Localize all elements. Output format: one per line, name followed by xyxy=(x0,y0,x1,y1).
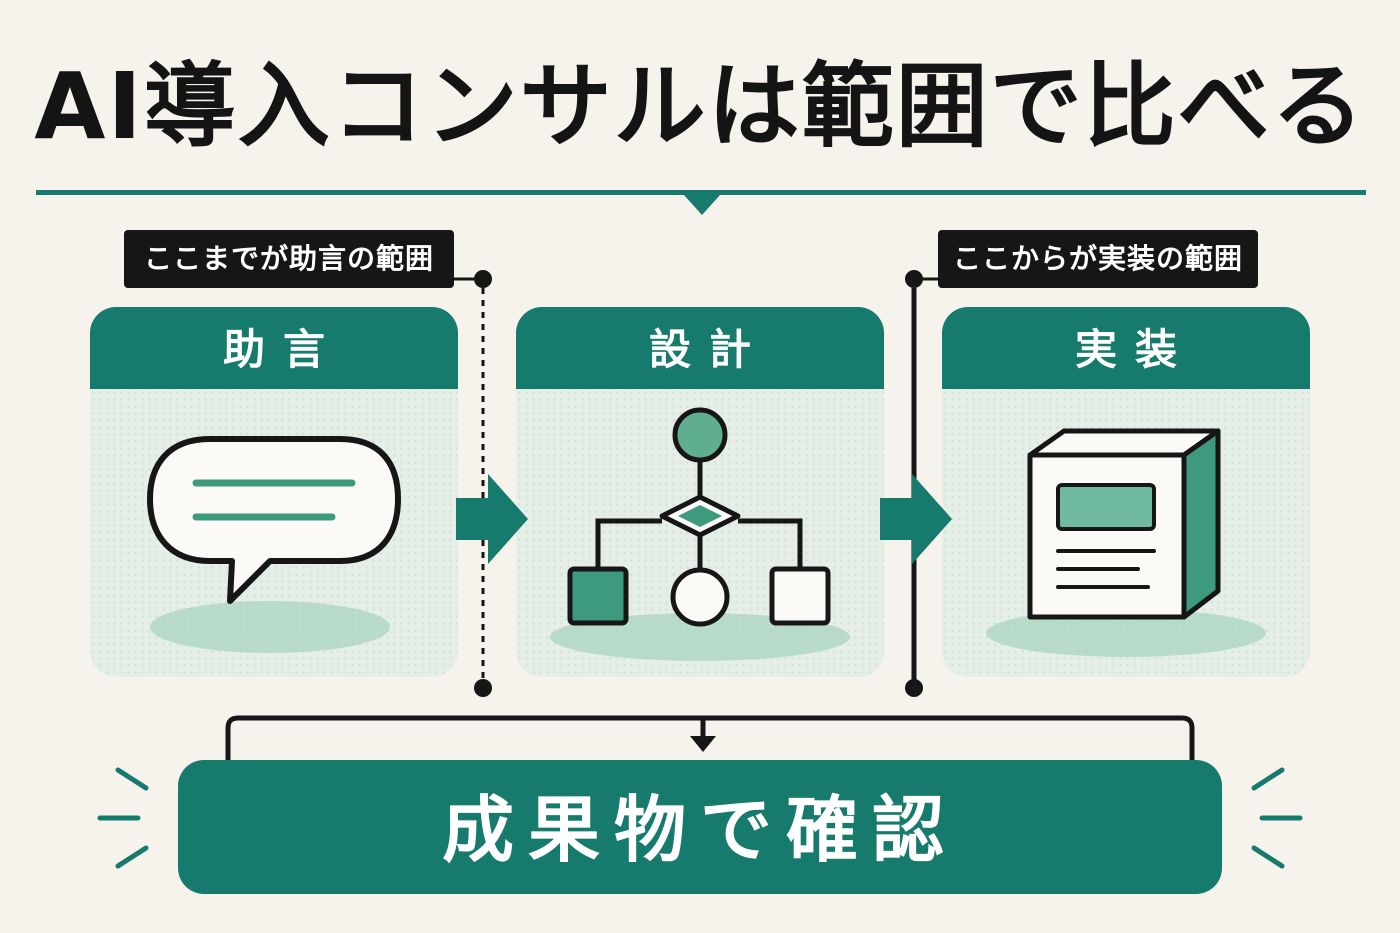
emphasis-lines-right xyxy=(1251,767,1303,869)
stage-illustration-implementation xyxy=(942,389,1310,677)
flowchart-icon xyxy=(550,407,850,661)
title-rule xyxy=(36,190,1366,195)
rule-notch xyxy=(684,195,720,215)
arrow-right-icon xyxy=(880,474,952,564)
stage-title-design: 設計 xyxy=(516,307,884,389)
advice-scope-tag: ここまでが助言の範囲 xyxy=(124,230,454,288)
box-screen-icon xyxy=(986,428,1266,657)
stage-illustration-advice xyxy=(90,389,458,677)
result-label: 成果物で確認 xyxy=(441,788,958,872)
advice-scope-divider xyxy=(454,270,492,697)
arrow-right-icon xyxy=(456,474,528,564)
stage-title-implementation: 実装 xyxy=(942,307,1310,389)
stage-card-implementation: 実装 xyxy=(942,307,1310,677)
stage-title-advice: 助言 xyxy=(90,307,458,389)
result-banner: 成果物で確認 xyxy=(178,760,1222,894)
stage-illustration-design xyxy=(516,389,884,677)
page-title: AI導入コンサルは範囲で比べる xyxy=(34,53,1366,160)
stage-card-advice: 助言 xyxy=(90,307,458,677)
speech-bubble-icon xyxy=(147,436,401,653)
stage-card-design: 設計 xyxy=(516,307,884,677)
emphasis-lines-left xyxy=(97,767,149,869)
implementation-scope-tag: ここからが実装の範囲 xyxy=(938,230,1258,288)
